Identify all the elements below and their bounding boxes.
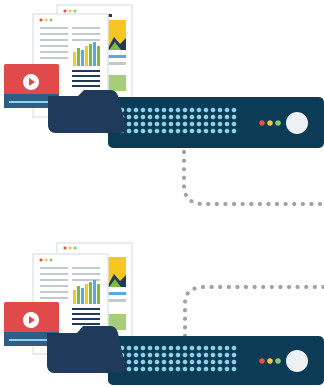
image-thumbnail-icon (107, 20, 126, 50)
server-rack-icon (108, 97, 324, 148)
storage-stack-bottom (0, 240, 324, 387)
folder-icon (47, 326, 125, 373)
folder-icon (48, 90, 126, 133)
server-rack-icon (108, 336, 324, 385)
storage-stack-top (0, 0, 324, 160)
image-thumbnail-icon (107, 257, 126, 287)
